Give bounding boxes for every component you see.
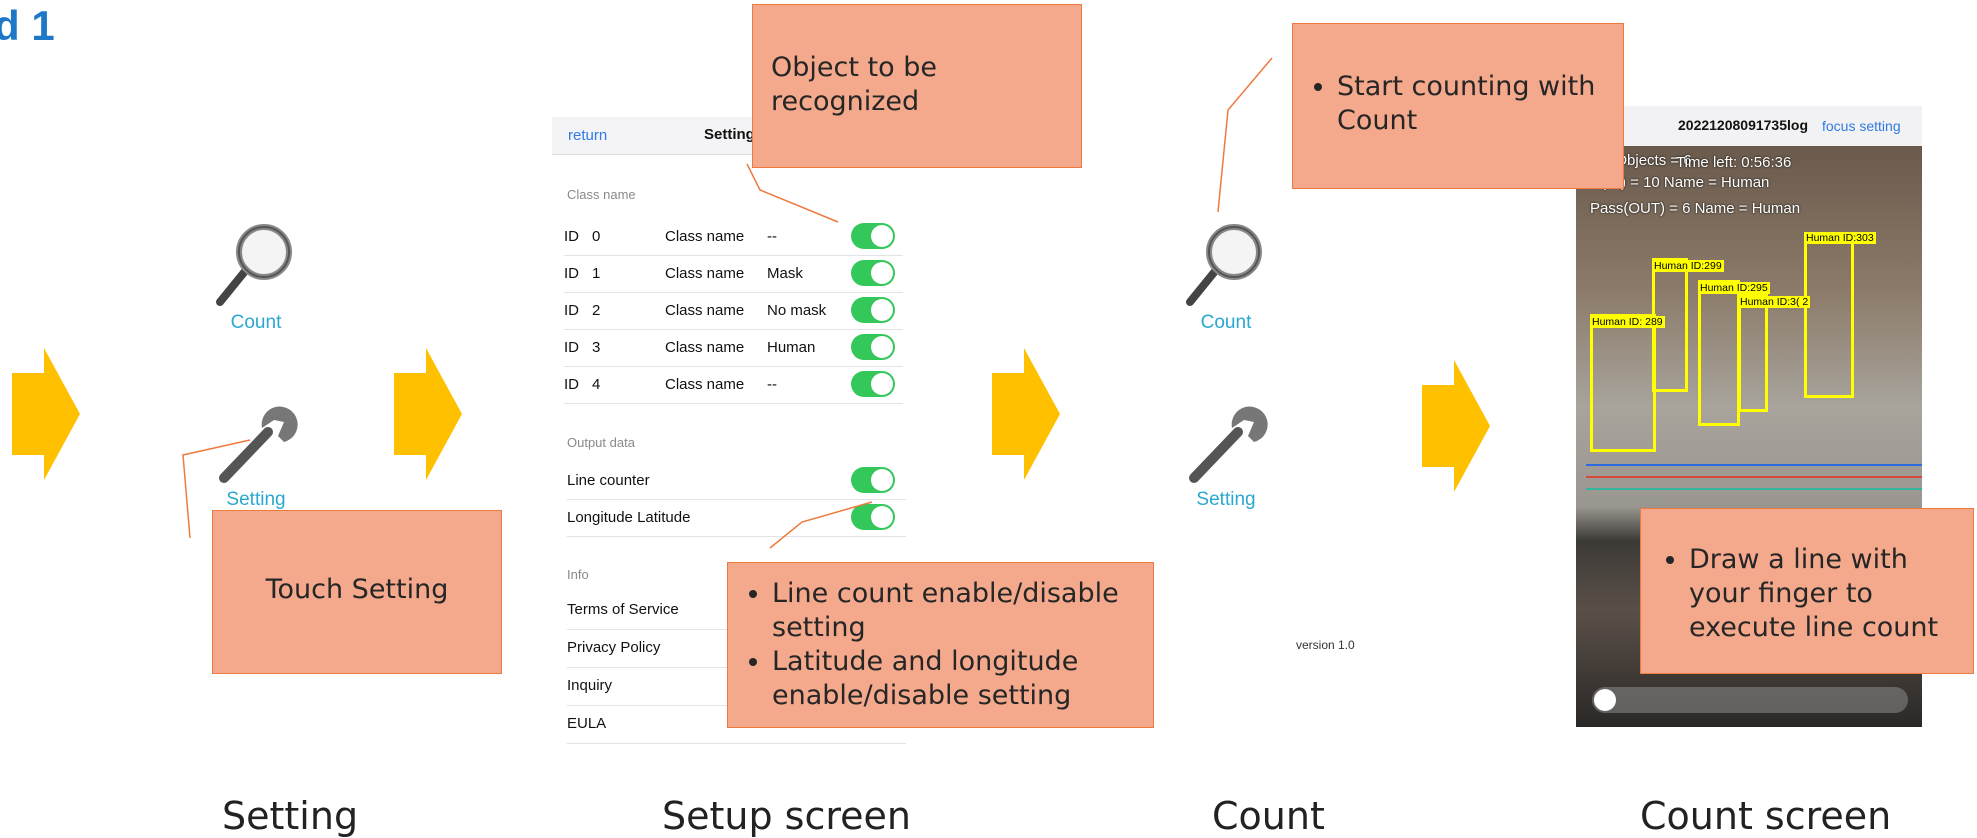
caption-setting: Setting <box>222 794 359 838</box>
time-left-text: Time left: 0:56:36 <box>1676 154 1792 171</box>
log-name: 20221208091735log <box>1678 117 1808 133</box>
detection-tag: Human ID:299 <box>1652 260 1724 272</box>
arrow-right-icon <box>992 348 1060 480</box>
id-label: ID <box>564 376 579 393</box>
callout-text: Object to be recognized <box>771 52 937 117</box>
callout-object-to-recognize: Object to be recognized <box>752 4 1082 168</box>
pass-out-text: Pass(OUT) = 6 Name = Human <box>1590 200 1801 217</box>
caption-count-screen: Count screen <box>1640 794 1892 838</box>
id-label: ID <box>564 265 579 282</box>
arrow-right-icon <box>394 348 462 480</box>
arrow-right-icon <box>1422 360 1490 492</box>
callout-bullet: Start counting with Count <box>1337 70 1611 138</box>
callout-touch-setting: Touch Setting <box>212 510 502 674</box>
count-line <box>1586 464 1922 466</box>
count-app-label[interactable]: Count <box>1200 312 1252 333</box>
callout-bullet: Line count enable/disable setting <box>772 577 1139 645</box>
class-row-1: ID 1 Class name Mask <box>564 255 903 293</box>
output-row-line-counter: Line counter <box>567 462 906 500</box>
class-name-value: Mask <box>767 265 803 282</box>
class-2-toggle[interactable] <box>851 297 895 323</box>
callout-bullet: Draw a line with your finger to execute … <box>1689 543 1965 645</box>
id-value: 1 <box>592 265 601 282</box>
wrench-icon[interactable] <box>1182 398 1272 488</box>
class-name-label: Class name <box>665 265 745 282</box>
class-row-0: ID 0 Class name -- <box>564 218 903 256</box>
detection-tag: Human ID: 289 <box>1590 316 1665 328</box>
count-app-label[interactable]: Count <box>230 312 282 333</box>
class-0-toggle[interactable] <box>851 223 895 249</box>
callout-line-count: Line count enable/disable setting Latitu… <box>727 562 1154 728</box>
class-row-4: ID 4 Class name -- <box>564 366 903 404</box>
info-row-eula[interactable]: EULA <box>567 705 906 744</box>
detection-tag: Human ID:3( 2 <box>1738 296 1811 308</box>
magnifier-icon[interactable] <box>212 220 302 310</box>
class-name-value: No mask <box>767 302 827 319</box>
arrow-right-icon <box>12 348 80 480</box>
id-label: ID <box>564 339 579 356</box>
line-counter-label: Line counter <box>567 472 650 489</box>
setting-app-label[interactable]: Setting <box>1196 489 1256 510</box>
screen-title: Setting <box>704 126 755 143</box>
count-line <box>1586 488 1922 490</box>
class-name-label: Class name <box>665 376 745 393</box>
line-counter-toggle[interactable] <box>851 467 895 493</box>
class-name-section-header: Class name <box>567 187 636 202</box>
callout-bullet: Latitude and longitude enable/disable se… <box>772 645 1139 713</box>
id-value: 0 <box>592 228 601 245</box>
longitude-latitude-toggle[interactable] <box>851 504 895 530</box>
callout-start-counting: Start counting with Count <box>1292 23 1624 189</box>
eula-link[interactable]: EULA <box>567 715 607 732</box>
output-data-section-header: Output data <box>567 435 635 450</box>
slider-thumb[interactable] <box>1594 689 1616 711</box>
class-4-toggle[interactable] <box>851 371 895 397</box>
class-1-toggle[interactable] <box>851 260 895 286</box>
terms-of-service-link[interactable]: Terms of Service <box>567 601 679 618</box>
class-3-toggle[interactable] <box>851 334 895 360</box>
detection-box <box>1738 294 1768 412</box>
caption-setup-screen: Setup screen <box>662 794 912 838</box>
id-value: 4 <box>592 376 601 393</box>
inquiry-link[interactable]: Inquiry <box>567 677 613 694</box>
class-row-3: ID 3 Class name Human <box>564 329 903 367</box>
class-row-2: ID 2 Class name No mask <box>564 292 903 330</box>
wrench-icon[interactable] <box>212 398 302 488</box>
pass-in-text: ss(IN) = 10 Name = Human <box>1586 174 1770 191</box>
caption-count: Count <box>1212 794 1325 838</box>
id-value: 2 <box>592 302 601 319</box>
detection-tag: Human ID:295 <box>1698 282 1770 294</box>
id-label: ID <box>564 302 579 319</box>
magnifier-icon[interactable] <box>1182 220 1272 310</box>
info-section-header: Info <box>567 567 589 582</box>
slider-track[interactable] <box>1592 687 1908 713</box>
class-name-label: Class name <box>665 228 745 245</box>
count-line <box>1586 476 1922 478</box>
privacy-policy-link[interactable]: Privacy Policy <box>567 639 661 656</box>
id-label: ID <box>564 228 579 245</box>
count-header: n 20221208091735log focus setting <box>1576 106 1922 146</box>
detection-tag: Human ID:303 <box>1804 232 1876 244</box>
detection-box <box>1590 314 1656 452</box>
output-row-longitude-latitude: Longitude Latitude <box>567 499 906 537</box>
class-name-label: Class name <box>665 339 745 356</box>
version-label: version 1.0 <box>1296 638 1355 652</box>
return-button[interactable]: return <box>568 127 608 144</box>
id-value: 3 <box>592 339 601 356</box>
focus-setting-button[interactable]: focus setting <box>1822 118 1901 134</box>
class-name-label: Class name <box>665 302 745 319</box>
class-name-value: -- <box>767 228 777 245</box>
class-name-value: Human <box>767 339 816 356</box>
callout-draw-line: Draw a line with your finger to execute … <box>1640 508 1974 674</box>
class-name-value: -- <box>767 376 777 393</box>
setting-app-label[interactable]: Setting <box>226 489 286 510</box>
slide-heading: d 1 <box>0 2 55 49</box>
callout-text: Touch Setting <box>265 574 449 605</box>
longitude-latitude-label: Longitude Latitude <box>567 509 691 526</box>
